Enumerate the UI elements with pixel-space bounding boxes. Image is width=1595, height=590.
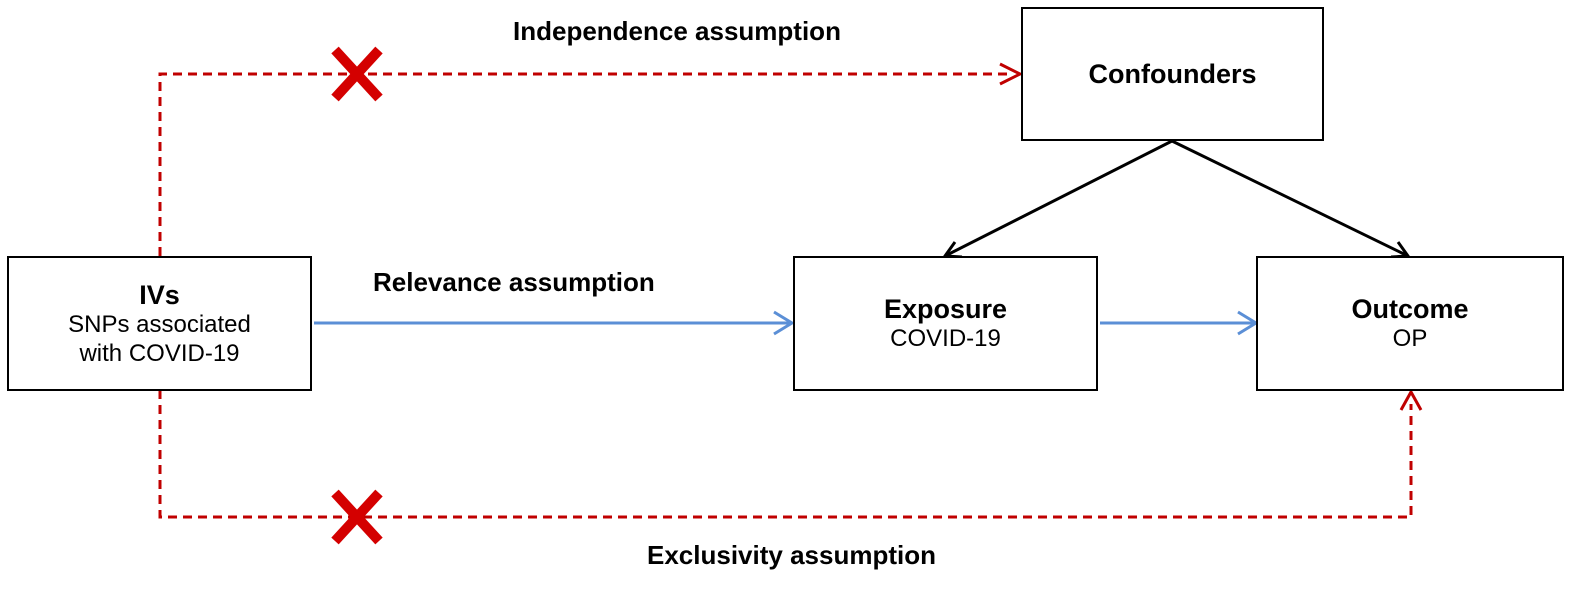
ivs-subtitle: SNPs associated with COVID-19 bbox=[68, 310, 251, 367]
exclusivity-arrowhead bbox=[1399, 388, 1423, 411]
confounders-box: Confounders bbox=[1021, 7, 1324, 141]
relevance-assumption-label: Relevance assumption bbox=[373, 267, 655, 297]
independence-cross-icon bbox=[331, 46, 383, 102]
exclusivity-assumption-label: Exclusivity assumption bbox=[647, 540, 936, 570]
independence-assumption-label: Independence assumption bbox=[513, 16, 841, 46]
outcome-title: Outcome bbox=[1351, 293, 1469, 324]
independence-arrowhead bbox=[999, 62, 1024, 86]
ivs-box: IVs SNPs associated with COVID-19 bbox=[7, 256, 312, 391]
independence-path-line bbox=[158, 72, 1010, 256]
exclusivity-path bbox=[158, 388, 1423, 545]
independence-path bbox=[158, 46, 1024, 256]
confounders-outcome-arrow bbox=[1171, 139, 1411, 259]
exclusivity-path-line bbox=[158, 390, 1413, 519]
confounders-title: Confounders bbox=[1088, 58, 1257, 89]
ivs-title: IVs bbox=[139, 279, 180, 310]
exposure-subtitle: COVID-19 bbox=[890, 325, 1001, 353]
exposure-outcome-arrow bbox=[1100, 310, 1259, 336]
exposure-title: Exposure bbox=[883, 293, 1008, 324]
relevance-arrow bbox=[314, 310, 795, 336]
confounders-exposure-arrow bbox=[942, 139, 1173, 259]
exposure-box: Exposure COVID-19 bbox=[793, 256, 1098, 391]
exclusivity-cross-icon bbox=[331, 489, 383, 545]
outcome-subtitle: OP bbox=[1392, 325, 1428, 353]
outcome-box: Outcome OP bbox=[1256, 256, 1564, 391]
